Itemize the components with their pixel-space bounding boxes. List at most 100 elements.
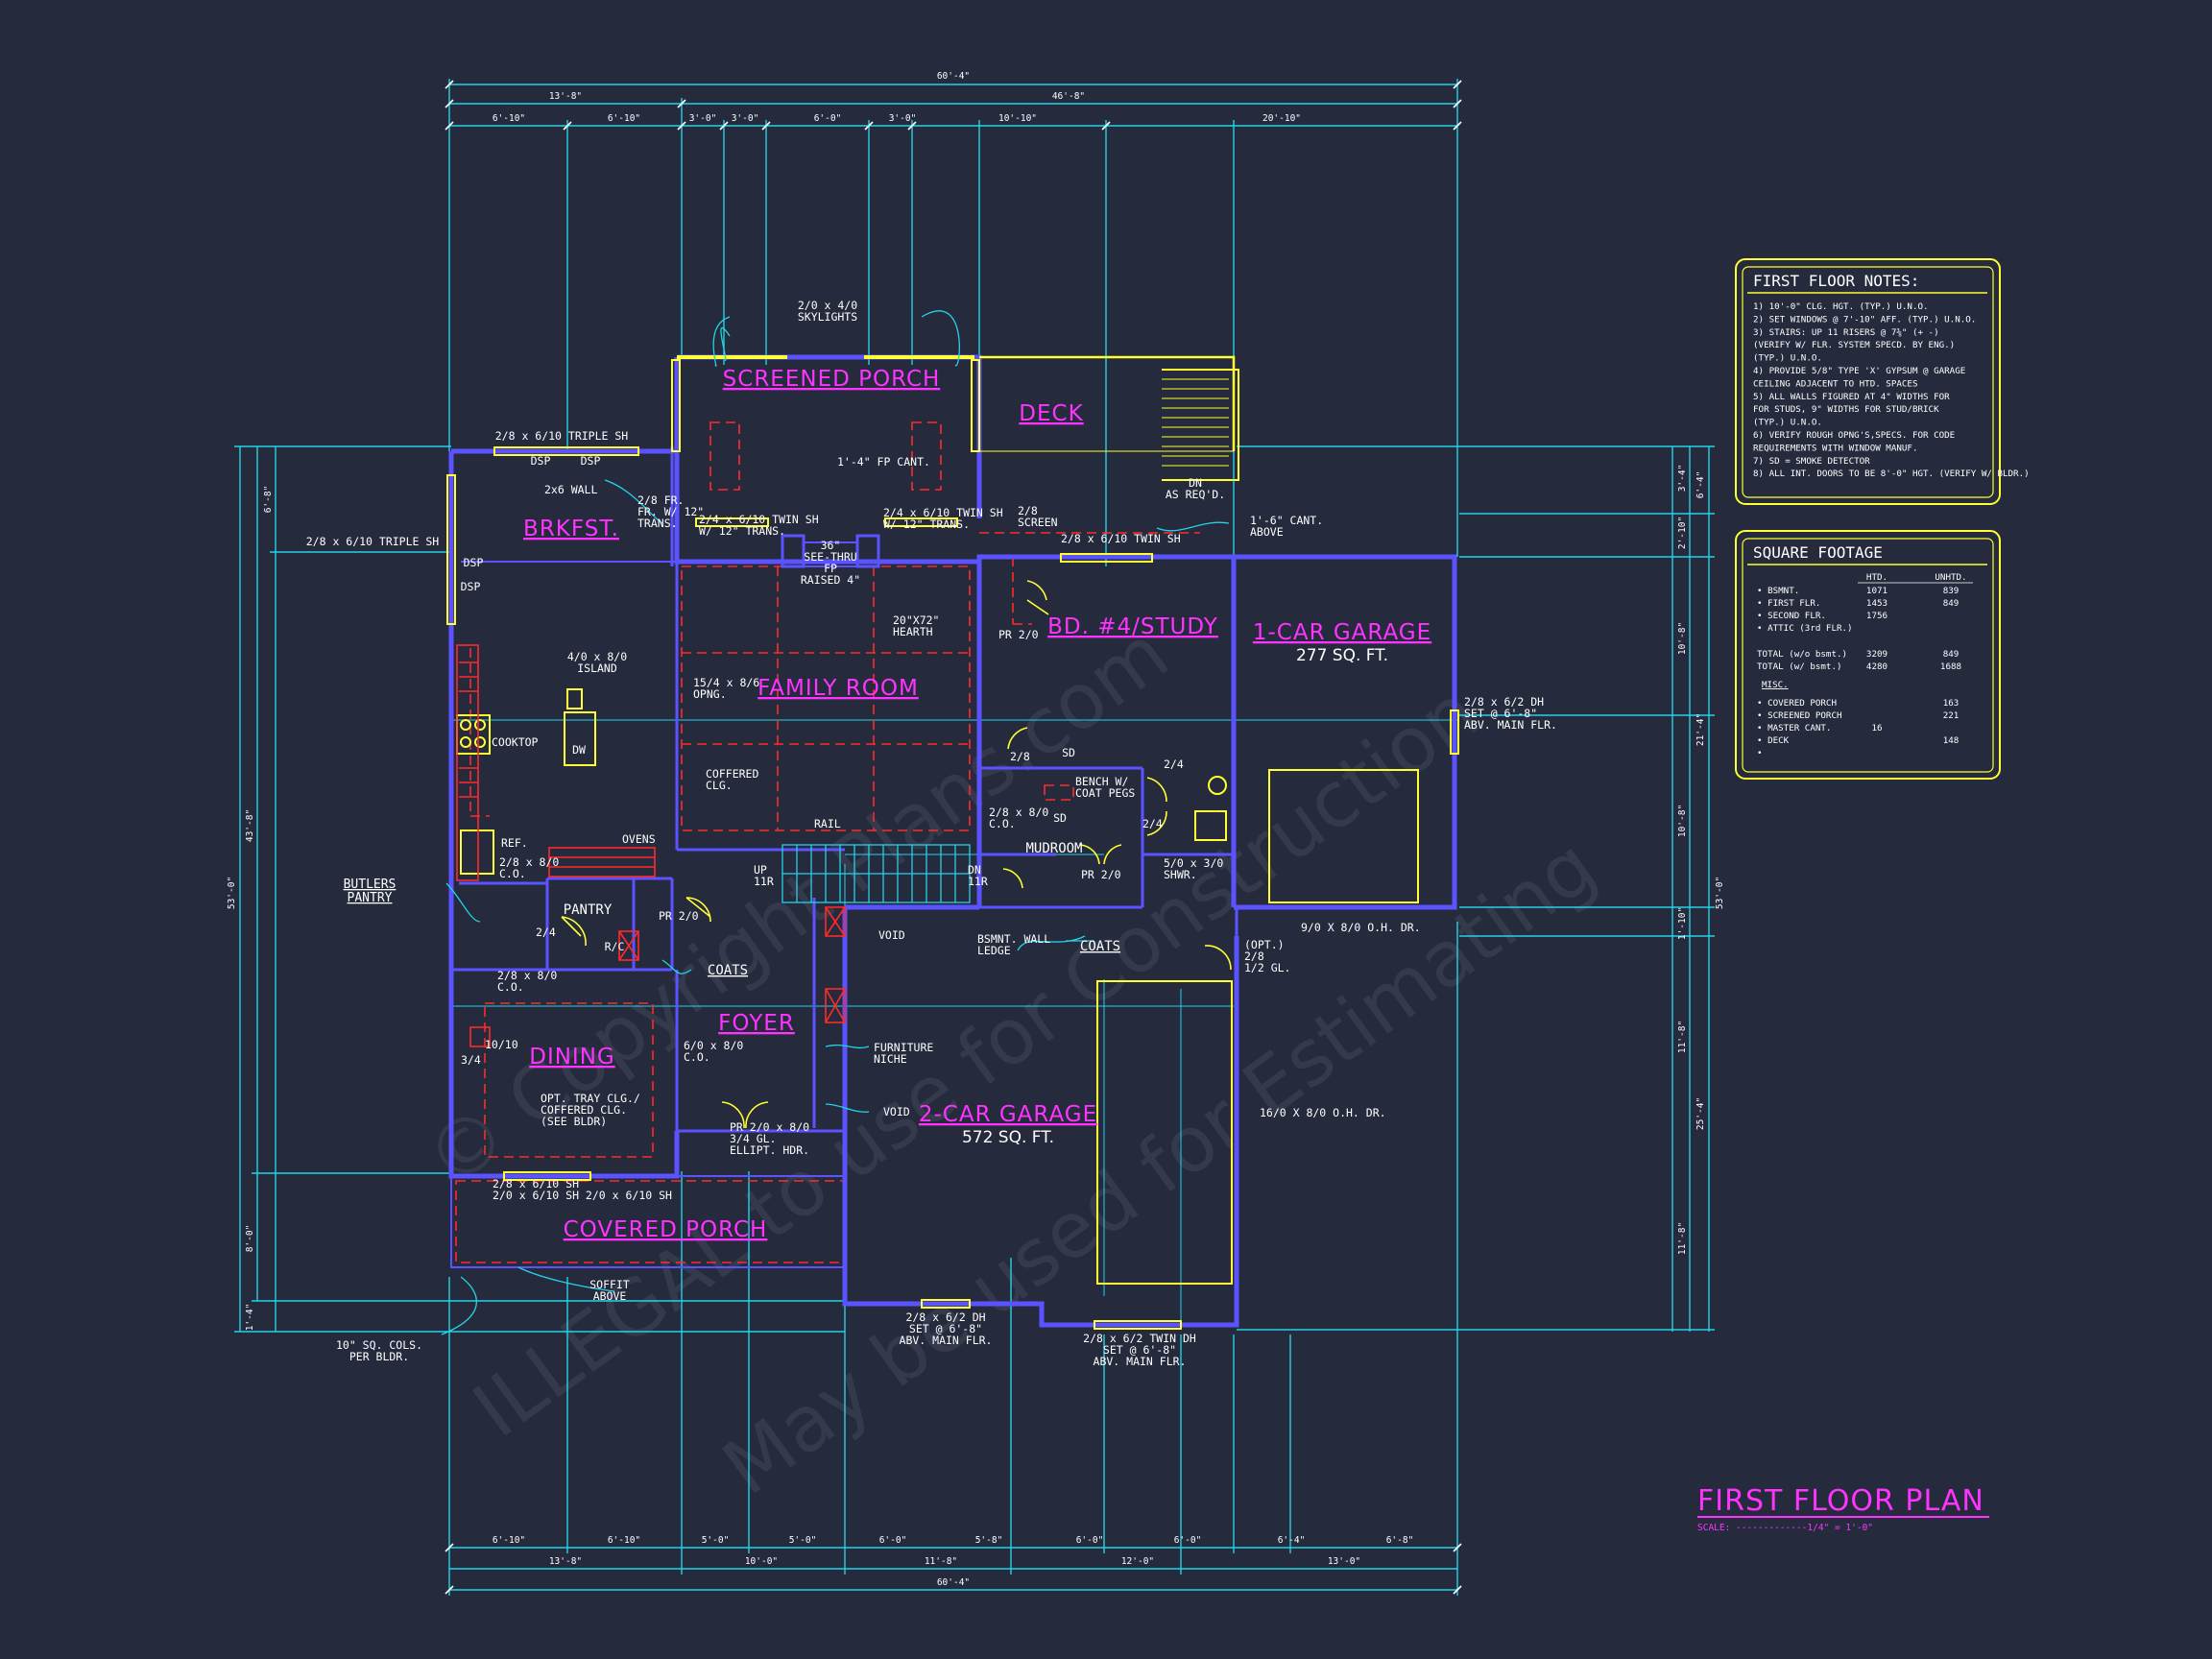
label-ovens: OVENS [622,832,656,846]
note-line: 2) SET WINDOWS @ 7'-10" AFF. (TYP.) U.N.… [1753,314,1976,325]
hidden-lines [455,421,1200,1263]
sqft-cell-htd: 1756 [1866,611,1887,621]
label-sd2: SD [1053,811,1067,825]
room-labels: SCREENED PORCH DECK BRKFST. FAMILY ROOM … [523,367,1431,1242]
sqft-cell-label: TOTAL (w/o bsmt.) [1757,649,1847,660]
sqft-cell-htd: 3209 [1866,649,1887,660]
sqft-misc-title: MISC. [1762,680,1789,690]
dim-right-inner-f: 11'-8" [1677,1021,1688,1053]
label-dw: DW [572,743,586,757]
dim-bot-1a: 6'-10" [493,1535,525,1546]
label-oh-16: 16/0 X 8/0 O.H. DR. [1260,1106,1386,1119]
dim-left-outer: 53'-0" [227,877,237,909]
cabinetry [456,644,846,1047]
dim-bot-1c: 5'-0" [702,1535,730,1546]
dim-top-3c: 3'-0" [689,113,717,124]
label-coats-1: COATS [708,963,748,978]
sqft-cell-label: • SCREENED PORCH [1757,710,1842,721]
dim-top-2b: 46'-8" [1052,91,1085,102]
sqft-cell-htd: 4280 [1866,661,1887,672]
plan-scale: SCALE: -------------1/4" = 1'-0" [1697,1523,1873,1533]
dim-right-inner-a: 3'-4" [1677,465,1688,493]
label-hearth: 20"X72"HEARTH [893,613,939,638]
dim-right-outer: 53'-0" [1715,877,1725,909]
label-cols: 10" SQ. COLS.PER BLDR. [336,1338,422,1363]
label-cant-above: 1'-6" CANT.ABOVE [1250,514,1323,539]
dim-overall-bottom: 60'-4" [937,1577,970,1588]
label-triple-sh-top: 2/8 x 6/10 TRIPLE SH [495,429,629,443]
garage2-area: 572 SQ. FT. [962,1128,1054,1147]
label-pr-pantry: PR 2/0 [659,909,699,923]
sqft-cell-unhtd: 163 [1943,698,1960,709]
dim-right-inner-g: 11'-8" [1677,1222,1688,1255]
room-dining: DINING [529,1045,615,1070]
plan-title-block: FIRST FLOOR PLAN SCALE: -------------1/4… [1697,1484,1989,1533]
note-line: REQUIREMENTS WITH WINDOW MANUF. [1753,443,1917,453]
dim-bot-2c: 11'-8" [925,1556,957,1567]
room-pantry: PANTRY [564,902,613,918]
room-screened-porch: SCREENED PORCH [723,367,941,392]
note-line: 4) PROVIDE 5/8" TYPE 'X' GYPSUM @ GARAGE [1753,366,1965,376]
dim-overall-top: 60'-4" [937,71,970,82]
sqft-cell-unhtd: 849 [1943,649,1960,660]
sqft-cell-htd: 1453 [1866,598,1887,609]
dim-left-inner-a: 6'-8" [263,486,274,514]
dim-top-3e: 6'-0" [814,113,842,124]
label-lbl-24b: 2/4 [1164,757,1184,771]
room-mudroom: MUDROOM [1025,841,1082,856]
note-line: (VERIFY W/ FLR. SYSTEM SPECD. BY ENG.) [1753,340,1955,350]
label-void1: VOID [878,928,905,942]
room-2-car-garage: 2-CAR GARAGE [919,1102,1097,1127]
label-oh-9: 9/0 X 8/0 O.H. DR. [1301,921,1421,934]
label-fp-cant: 1'-4" FP CANT. [837,455,930,469]
note-line: (TYP.) U.N.O. [1753,418,1822,428]
sqft-cell-unhtd: 221 [1943,710,1960,721]
note-line: 1) 10'-0" CLG. HGT. (TYP.) U.N.O. [1753,301,1929,312]
note-line: CEILING ADJACENT TO HTD. SPACES [1753,378,1917,389]
label-dsp4: DSP [461,580,481,593]
dim-bot-2d: 12'-0" [1121,1556,1154,1567]
dimension-lines [234,79,1715,1596]
label-cooktop: COOKTOP [492,735,539,749]
sqft-cell-label: • COVERED PORCH [1757,698,1837,709]
sqft-cell-label: • FIRST FLR. [1757,598,1820,609]
label-rail: RAIL [814,817,841,830]
main-stairs [781,844,971,903]
note-line: 6) VERIFY ROUGH OPNG'S,SPECS. FOR CODE [1753,430,1955,441]
label-lbl-1010: 10/10 [485,1038,518,1051]
dim-top-3b: 6'-10" [608,113,640,124]
dim-bot-1d: 5'-0" [789,1535,817,1546]
label-fr-trans: 2/8 FR.FR. W/ 12"TRANS. [637,493,704,530]
dim-bot-1g: 6'-0" [1076,1535,1104,1546]
dim-bot-2b: 10'-0" [745,1556,778,1567]
garage1-area: 277 SQ. FT. [1296,646,1388,665]
dim-right-inner-b: 2'-10" [1677,517,1688,549]
label-tray: OPT. TRAY CLG./COFFERED CLG.(SEE BLDR) [541,1092,640,1128]
dim-top-2a: 13'-8" [549,91,582,102]
dim-left-mid: 43'-8" [245,809,255,842]
label-bench: BENCH W/COAT PEGS [1075,775,1135,800]
sqft-col-htd: HTD. [1866,572,1887,583]
leader-lines [441,310,1230,1335]
dim-top-3f: 3'-0" [889,113,917,124]
dim-bot-1h: 6'-0" [1174,1535,1202,1546]
dim-bot-1e: 6'-0" [879,1535,907,1546]
